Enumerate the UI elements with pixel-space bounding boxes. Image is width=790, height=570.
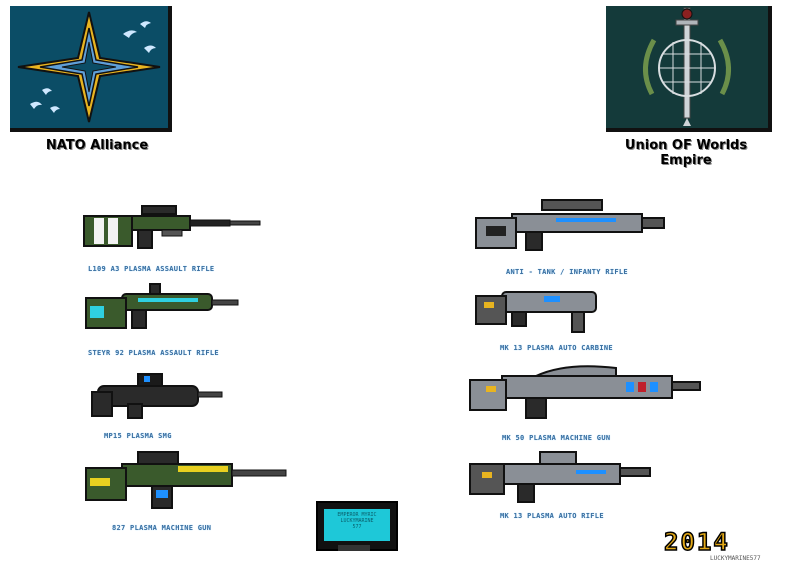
nato-faction-name: NATO Alliance <box>45 138 149 153</box>
weapon-anti-tank-rifle-sprite <box>475 199 665 251</box>
uow-flag <box>606 6 772 132</box>
weapon-827-mg-label: 827 PLASMA MACHINE GUN <box>112 524 212 532</box>
terminal-line3: 577 <box>352 524 362 530</box>
terminal-line1: EMPEROR MYRIC <box>337 512 377 518</box>
uow-name-line2: Empire <box>660 153 712 168</box>
signature-credit: LUCKYMARINE577 <box>710 555 761 562</box>
weapon-mk50-mg-label: MK 50 PLASMA MACHINE GUN <box>502 434 611 442</box>
nato-star-emblem <box>17 11 161 123</box>
uow-name-line1: Union OF Worlds <box>624 138 748 153</box>
weapon-anti-tank-rifle-label: ANTI - TANK / INFANTY RIFLE <box>506 268 628 276</box>
weapon-steyr-92-label: STEYR 92 PLASMA ASSAULT RIFLE <box>88 349 219 357</box>
weapon-mp15-sprite <box>91 373 223 419</box>
uow-faction-name: Union OF Worlds Empire <box>596 138 776 168</box>
uow-globe-sword-emblem <box>643 7 731 126</box>
nato-flag <box>10 6 172 132</box>
weapon-mk13-carbine-sprite <box>475 291 597 333</box>
terminal-line2: LUCKYMARINE <box>340 518 374 524</box>
weapon-steyr-92-sprite <box>85 283 239 329</box>
weapon-l109-a3-sprite <box>83 205 261 249</box>
weapon-mk13-carbine-label: MK 13 PLASMA AUTO CARBINE <box>500 344 613 352</box>
weapon-mp15-label: MP15 PLASMA SMG <box>104 432 172 440</box>
weapon-l109-a3-label: L109 A3 PLASMA ASSAULT RIFLE <box>88 265 215 273</box>
terminal-screen: EMPEROR MYRIC LUCKYMARINE 577 <box>324 509 390 541</box>
weapon-mk13-rifle-sprite <box>469 451 651 503</box>
weapon-mk13-rifle-label: MK 13 PLASMA AUTO RIFLE <box>500 512 604 520</box>
signature-year: 2014 <box>663 527 730 557</box>
terminal-stand <box>338 545 370 551</box>
weapon-mk50-mg-sprite <box>469 365 701 419</box>
weapon-827-mg-sprite <box>85 451 287 509</box>
emperor-terminal: EMPEROR MYRIC LUCKYMARINE 577 <box>316 501 398 551</box>
